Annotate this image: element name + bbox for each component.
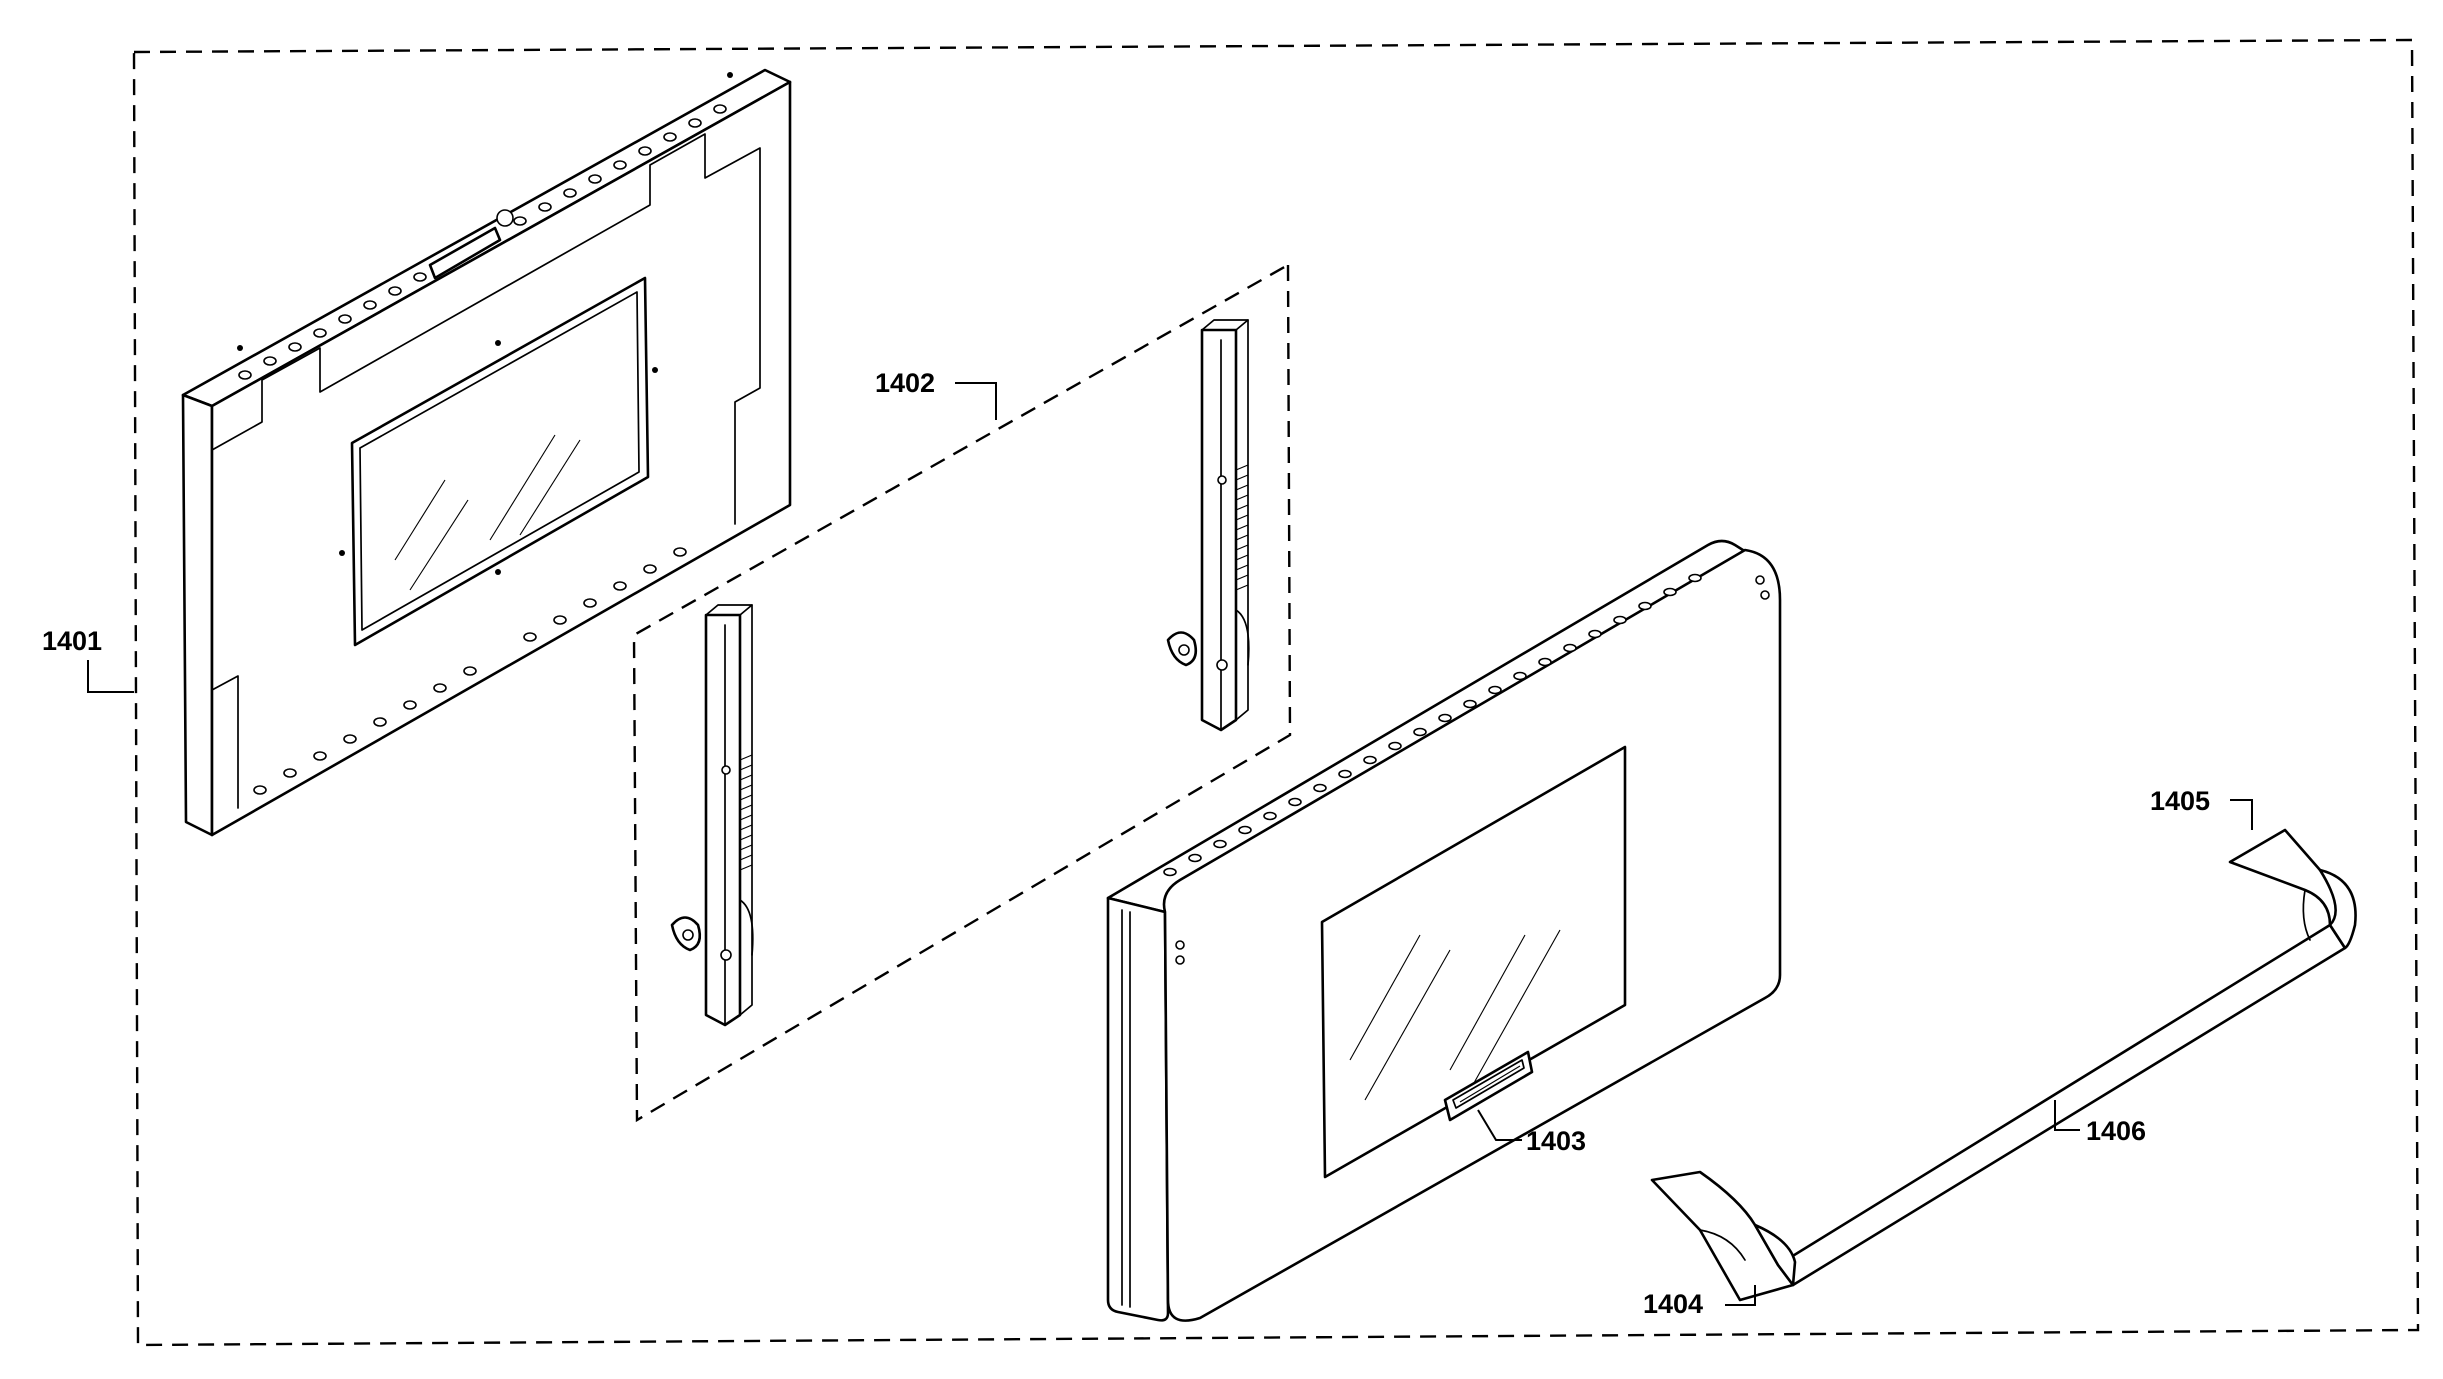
assembly-boundary bbox=[132, 38, 2420, 1347]
callout-1403: 1403 bbox=[1526, 1126, 1586, 1156]
callout-1404: 1404 bbox=[1643, 1289, 1703, 1319]
callout-1406: 1406 bbox=[2086, 1116, 2146, 1146]
inner-bottom-slots bbox=[253, 547, 687, 795]
handle-end-cap-left bbox=[1650, 1170, 1797, 1302]
handle-bar bbox=[1776, 923, 2347, 1287]
badge bbox=[1443, 1050, 1534, 1122]
outer-vent-slots bbox=[1163, 573, 1702, 877]
handle-end-cap-right bbox=[2228, 828, 2357, 950]
outer-door-panel bbox=[1106, 539, 1782, 1322]
hinge-assembly-right bbox=[1166, 319, 1250, 732]
callout-1401: 1401 bbox=[42, 626, 102, 656]
callout-1402: 1402 bbox=[875, 368, 935, 398]
leader-lines bbox=[87, 382, 2253, 1306]
hinge-group-boundary bbox=[632, 262, 1292, 1123]
callout-1405: 1405 bbox=[2150, 786, 2210, 816]
handle-assembly bbox=[1650, 828, 2357, 1302]
inner-top-slots bbox=[238, 104, 727, 380]
hinge-assembly-left bbox=[670, 604, 754, 1027]
inner-door-panel bbox=[181, 68, 792, 837]
